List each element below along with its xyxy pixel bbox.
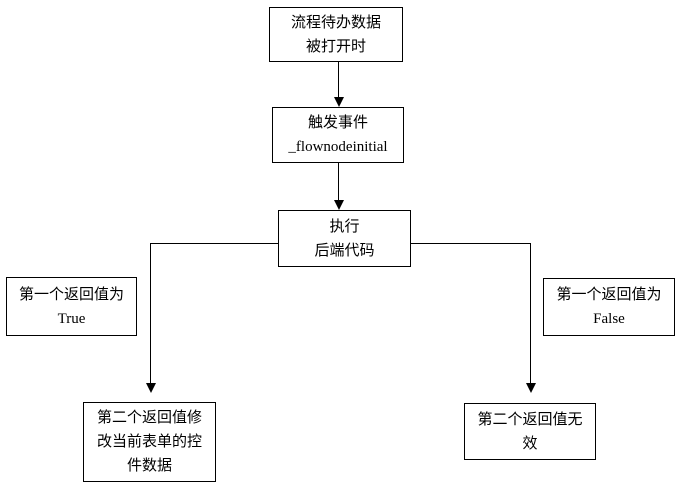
node-text-line: 第一个返回值为 xyxy=(556,287,662,303)
node-text-line: 第一个返回值为 xyxy=(18,286,124,303)
node-text-line: 改当前表单的控 xyxy=(96,434,202,450)
node-text-line: 件数据 xyxy=(126,458,172,474)
arrowhead-down-icon xyxy=(334,200,344,210)
arrowhead-down-icon xyxy=(146,383,156,393)
node-text-line: 触发事件 xyxy=(307,115,368,131)
node-second-return-invalid: 第二个返回值无 效 xyxy=(464,403,596,460)
node-second-return-modify-form: 第二个返回值修 改当前表单的控 件数据 xyxy=(83,402,216,482)
node-text-line: True xyxy=(57,310,86,327)
connector-right-branch-horizontal xyxy=(411,243,530,244)
connector-right-branch-vertical xyxy=(530,243,531,383)
connector-trigger-execute-line xyxy=(338,163,339,201)
node-execute-backend-code: 执行 后端代码 xyxy=(278,210,411,267)
node-text-line: 效 xyxy=(522,435,538,452)
node-text-line: 执行 xyxy=(329,218,360,235)
node-text-line: 第二个返回值修 xyxy=(96,410,202,426)
node-first-return-false: 第一个返回值为 False xyxy=(543,278,675,336)
node-trigger-event: 触发事件 _flownodeinitial xyxy=(272,107,404,163)
node-text-line: 被打开时 xyxy=(305,38,366,55)
arrowhead-down-icon xyxy=(334,97,344,107)
connector-start-trigger-line xyxy=(338,62,339,98)
node-first-return-true: 第一个返回值为 True xyxy=(6,277,137,336)
node-process-todo-opened: 流程待办数据 被打开时 xyxy=(269,7,403,62)
connector-left-branch-horizontal xyxy=(150,243,278,244)
node-text-line: 第二个返回值无 xyxy=(477,411,583,428)
connector-left-branch-vertical xyxy=(150,243,151,383)
node-text-line: _flownodeinitial xyxy=(288,139,388,155)
node-text-line: 流程待办数据 xyxy=(290,14,381,31)
arrowhead-down-icon xyxy=(526,383,536,393)
node-text-line: 后端代码 xyxy=(314,242,375,259)
node-text-line: False xyxy=(593,311,625,327)
